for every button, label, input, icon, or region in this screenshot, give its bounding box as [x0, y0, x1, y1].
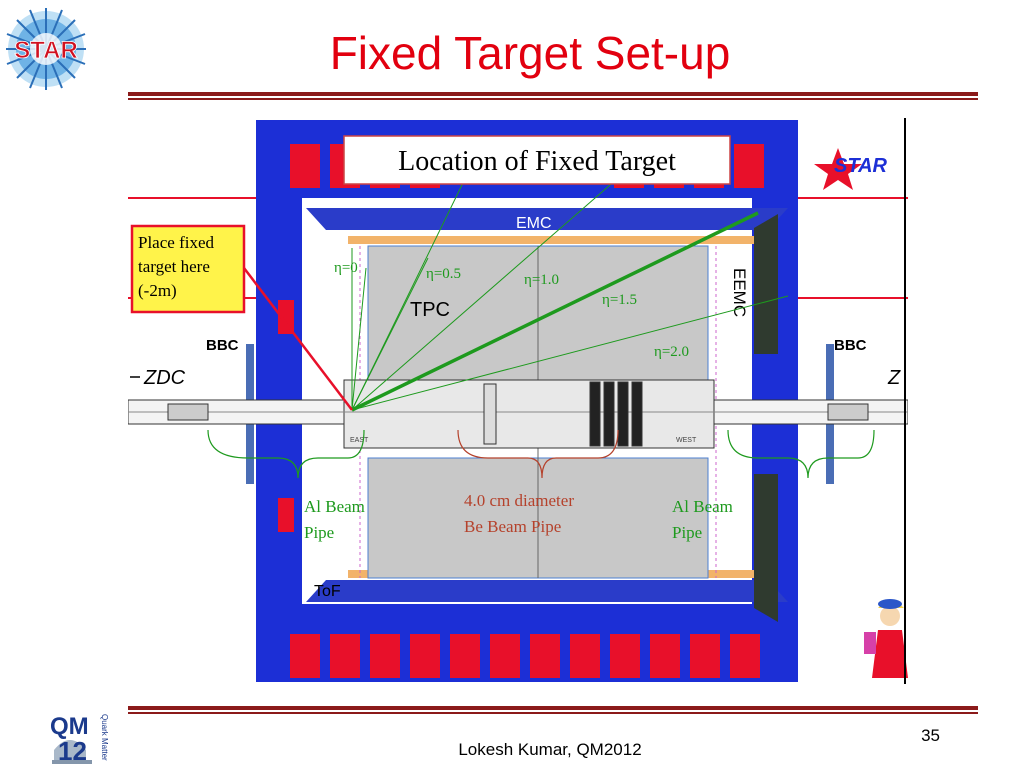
callout-line-1: Place fixed	[138, 233, 214, 252]
east-label: EAST	[350, 437, 369, 444]
star-detector-diagram: EMC TPC EEMC ToF BBC BBC ZDC Z EAST WEST	[128, 118, 908, 684]
callout-line-2: target here	[138, 257, 210, 276]
be-pipe-line-1: 4.0 cm diameter	[464, 491, 574, 510]
star-logo-text: STAR	[14, 37, 78, 64]
cartoon-figure-icon	[864, 599, 908, 678]
eta-15-label: η=1.5	[602, 292, 637, 308]
qm-logo-top: QM	[50, 713, 89, 740]
al-pipe-right-line-2: Pipe	[672, 523, 702, 542]
eta-lines	[351, 147, 789, 412]
qm-logo-bottom: 12	[58, 736, 87, 766]
al-pipe-labels: Al Beam Pipe Al Beam Pipe	[304, 497, 733, 542]
beam-pipe	[128, 379, 908, 449]
tpc-volume	[359, 245, 717, 579]
heading-box	[343, 135, 731, 185]
eta-labels: η=0 η=0.5 η=1.0 η=1.5 η=2.0	[334, 260, 689, 360]
bbc-left-label: BBC	[206, 337, 239, 354]
tof-label: ToF	[314, 583, 341, 600]
be-pipe-labels: 4.0 cm diameter Be Beam Pipe	[464, 491, 574, 536]
zdc-left-label: ZDC	[143, 367, 186, 389]
callout-text: Place fixed target here (-2m)	[138, 233, 214, 300]
eta-0-label: η=0	[334, 260, 358, 276]
title-rule-thick	[128, 92, 978, 96]
diagram-heading: Location of Fixed Target	[398, 146, 676, 177]
page-number: 35	[921, 726, 940, 745]
be-pipe-brace	[457, 429, 619, 479]
star-detector-logo-text: STAR	[834, 155, 888, 177]
bbc-right-label: BBC	[834, 337, 867, 354]
be-pipe-line-2: Be Beam Pipe	[464, 517, 561, 536]
emc-label: EMC	[516, 215, 552, 232]
west-label: WEST	[676, 437, 697, 444]
starburst-icon	[6, 8, 86, 90]
callout-box	[130, 224, 246, 314]
footer-rule-thick	[128, 706, 978, 710]
slide-title: Fixed Target Set-up	[329, 27, 731, 79]
capitol-dome-icon	[52, 740, 92, 764]
zdc-right-label: Z	[887, 367, 901, 389]
qm-logo-side: Quark Matter	[100, 714, 109, 761]
eemc	[754, 214, 778, 622]
eta-10-label: η=1.0	[524, 272, 559, 288]
title-rule-thin	[128, 98, 978, 100]
callout-line-3: (-2m)	[138, 281, 177, 300]
pipe-braces	[207, 429, 875, 479]
eta-05-label: η=0.5	[426, 266, 461, 282]
star-logo: STAR	[6, 8, 86, 90]
footer-author: Lokesh Kumar, QM2012	[458, 740, 642, 759]
eemc-label: EEMC	[730, 268, 749, 317]
star-detector-logo: STAR	[814, 148, 888, 190]
footer-rule-thin	[128, 712, 978, 714]
callout-arrow	[243, 267, 353, 411]
al-pipe-left-line-1: Al Beam	[304, 497, 365, 516]
al-pipe-left-line-2: Pipe	[304, 523, 334, 542]
al-pipe-right-line-1: Al Beam	[672, 497, 733, 516]
qm2012-logo: QM 12 Quark Matter	[50, 713, 109, 766]
eta-20-label: η=2.0	[654, 344, 689, 360]
tpc-label: TPC	[410, 299, 450, 321]
